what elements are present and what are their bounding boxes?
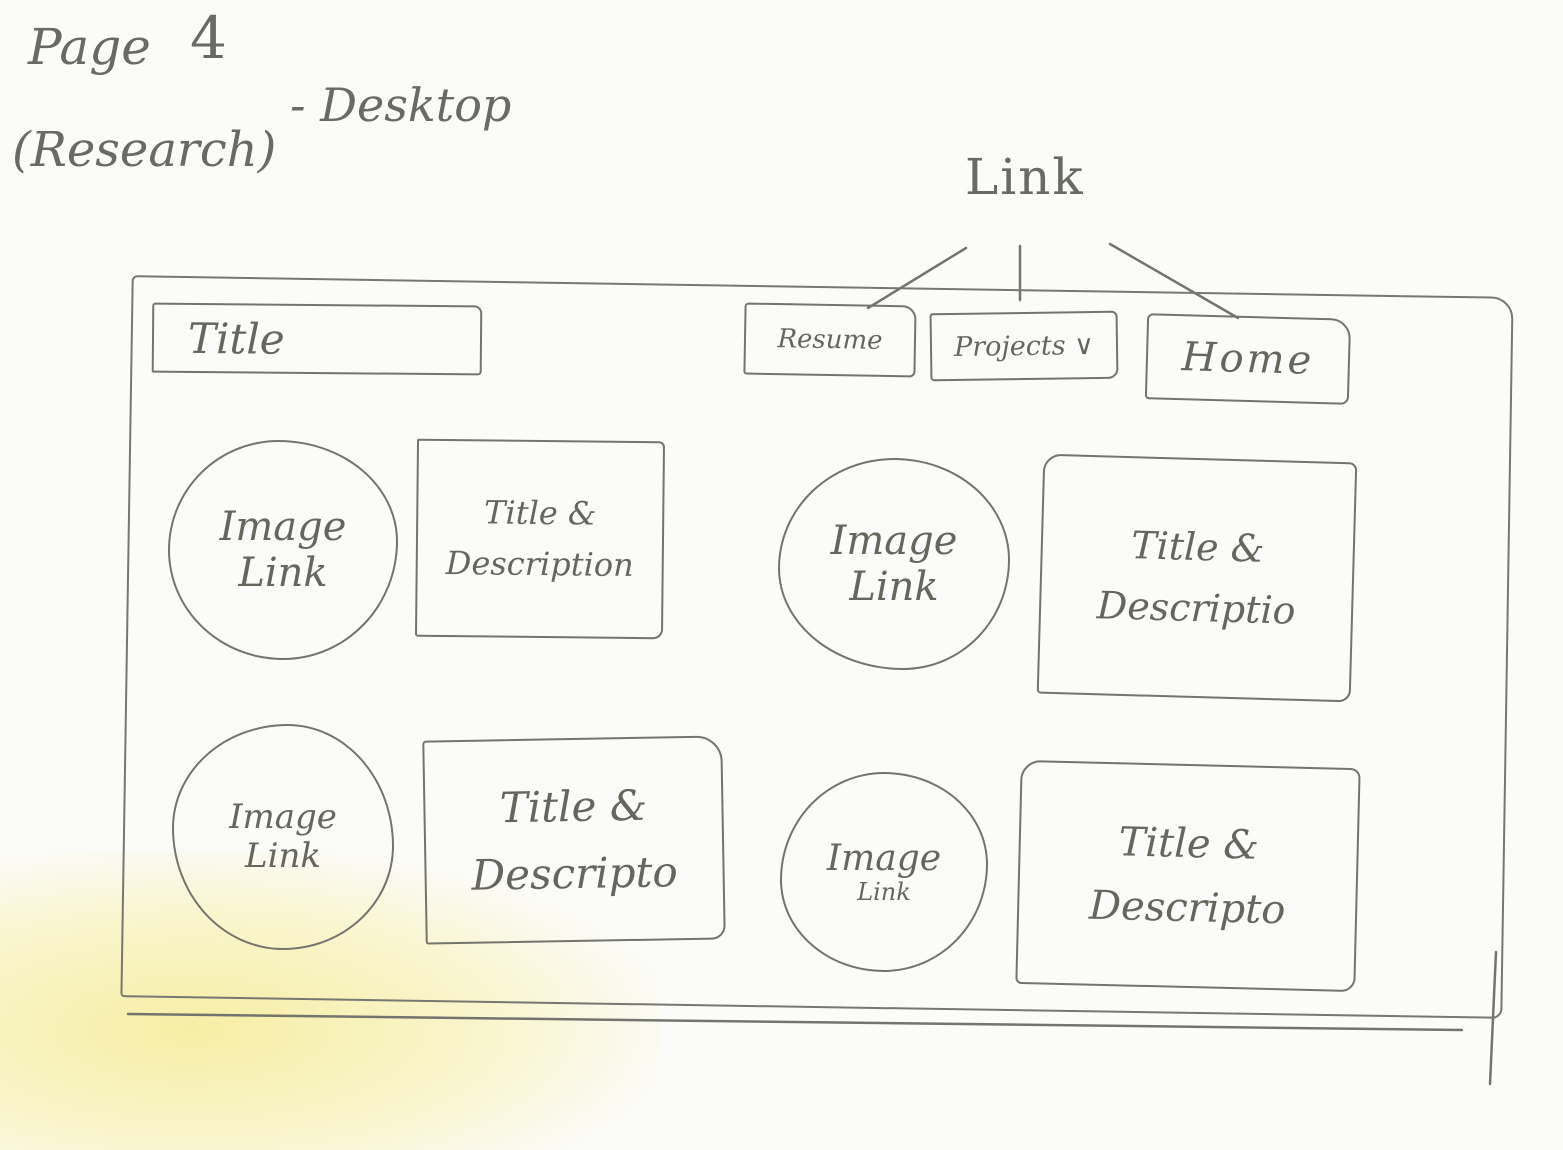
card-description-label: Descriptio (1096, 583, 1297, 633)
nav-resume-link[interactable]: Resume (743, 302, 917, 378)
card-title-label: Title & (483, 493, 597, 533)
sketch-page-number: 4 (190, 4, 227, 72)
connector-home (1108, 242, 1240, 320)
image-link-label: Image (229, 796, 337, 837)
image-link-label: Image (830, 518, 958, 564)
research-description-card-1: Title & Description (414, 438, 666, 640)
card-description-label: Descripto (1088, 882, 1286, 934)
link-annotation: Link (965, 148, 1085, 206)
card-description-label: Descripto (471, 847, 679, 900)
research-description-card-4: Title & Descripto (1015, 759, 1361, 993)
research-description-card-2: Title & Descriptio (1036, 453, 1358, 703)
sketch-variant: - Desktop (290, 78, 512, 132)
nav-projects-label: Projects ∨ (953, 329, 1095, 363)
research-image-link-4[interactable]: Image Link (780, 772, 988, 972)
card-description-label: Description (445, 544, 634, 584)
research-image-link-1[interactable]: Image Link (168, 440, 398, 660)
card-title-label: Title & (1118, 819, 1260, 869)
site-title-placeholder: Title (187, 313, 285, 364)
site-title-box: Title (151, 302, 483, 376)
image-link-sublabel: Link (238, 550, 328, 596)
nav-home-link[interactable]: Home (1144, 313, 1352, 405)
card-title-label: Title & (499, 780, 648, 833)
nav-projects-dropdown[interactable]: Projects ∨ (929, 310, 1119, 382)
sketch-page-label: Page (28, 18, 151, 76)
sketch-section-name: (Research) (12, 122, 277, 178)
image-link-sublabel: Link (245, 836, 321, 876)
image-link-label: Image (826, 837, 942, 879)
research-image-link-3[interactable]: Image Link (172, 724, 394, 950)
image-link-sublabel: Link (857, 877, 911, 906)
nav-resume-label: Resume (777, 324, 883, 356)
card-title-label: Title & (1130, 523, 1266, 572)
research-image-link-2[interactable]: Image Link (778, 458, 1010, 670)
image-link-sublabel: Link (849, 564, 939, 610)
research-description-card-3: Title & Descripto (422, 735, 726, 945)
image-link-label: Image (219, 504, 347, 550)
annotation-connector-lines (126, 242, 1498, 1086)
connector-resume (866, 246, 968, 310)
page-right-edge (1488, 950, 1498, 1086)
page-bottom-edge (126, 1012, 1464, 1032)
nav-home-label: Home (1181, 334, 1315, 384)
